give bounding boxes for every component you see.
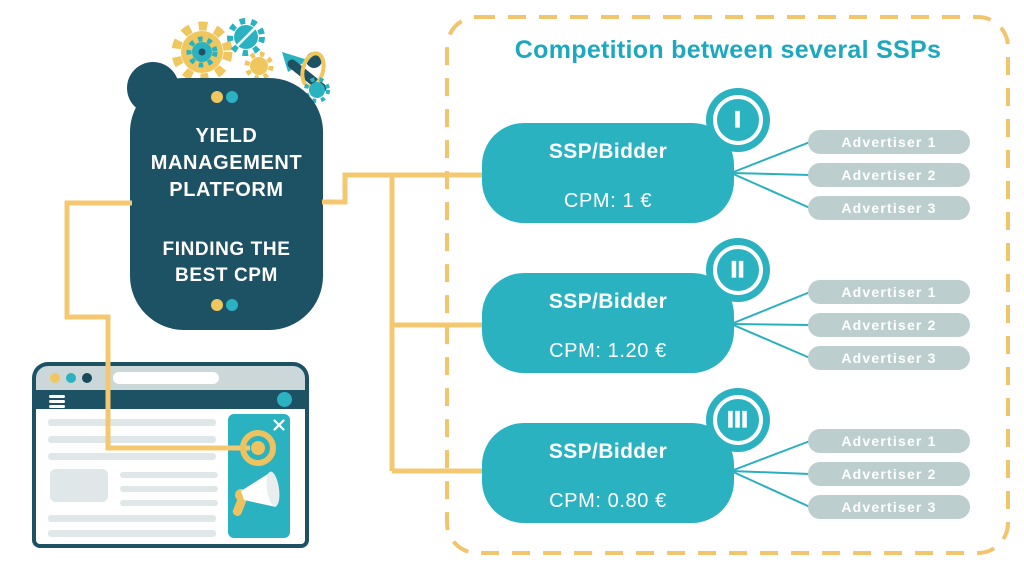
advertiser-pill: Advertiser 2 xyxy=(808,163,970,187)
ssp-cpm-value: CPM: 1.20 € xyxy=(549,340,667,362)
ad-banner xyxy=(228,414,290,538)
advertiser-pill: Advertiser 3 xyxy=(808,346,970,370)
close-icon xyxy=(273,419,285,431)
gear-icon xyxy=(171,21,233,83)
platform-subtitle: FINDING THE BEST CPM xyxy=(130,237,323,289)
dot-decoration xyxy=(226,91,238,103)
text-placeholder xyxy=(120,500,218,506)
gear-icon xyxy=(244,51,274,81)
dot-decoration xyxy=(226,299,238,311)
ssp-name: SSP/Bidder xyxy=(548,290,668,313)
window-dot-icon xyxy=(82,373,92,383)
text-placeholder xyxy=(48,436,216,443)
roman-numeral: III xyxy=(713,395,763,445)
advertiser-pill: Advertiser 3 xyxy=(808,196,970,220)
advertiser-pill: Advertiser 1 xyxy=(808,130,970,154)
address-bar xyxy=(113,372,219,384)
roman-numeral: I xyxy=(713,95,763,145)
browser-titlebar xyxy=(36,366,305,390)
advertiser-pill: Advertiser 3 xyxy=(808,495,970,519)
roman-numeral-badge-1: I xyxy=(706,88,770,152)
browser-window xyxy=(32,362,309,548)
roman-numeral-badge-2: II xyxy=(706,238,770,302)
diagram-title: Competition between several SSPs xyxy=(514,36,942,64)
pulley-icon xyxy=(300,51,330,103)
ssp-name: SSP/Bidder xyxy=(548,440,668,463)
text-placeholder xyxy=(48,530,216,537)
hamburger-menu-icon xyxy=(49,395,65,410)
ssp-cpm-value: CPM: 0.80 € xyxy=(549,490,667,512)
roman-numeral: II xyxy=(713,245,763,295)
dot-decoration xyxy=(211,91,223,103)
window-dot-icon xyxy=(50,373,60,383)
platform-title-line: MANAGEMENT xyxy=(150,152,303,174)
platform-subtitle-line: FINDING THE xyxy=(162,239,291,260)
ssp-box-3: III SSP/Bidder CPM: 0.80 € xyxy=(482,388,770,523)
ssp-cpm-value: CPM: 1 € xyxy=(563,190,653,212)
image-placeholder xyxy=(50,469,108,502)
window-dot-icon xyxy=(66,373,76,383)
text-placeholder xyxy=(48,515,216,522)
browser-content xyxy=(36,409,305,544)
gears-illustration xyxy=(171,18,330,103)
yield-platform-card: YIELD MANAGEMENT PLATFORM FINDING THE BE… xyxy=(127,62,323,330)
gear-icon xyxy=(227,18,265,56)
dashed-border xyxy=(445,15,1010,555)
ssp-advertiser-connectors xyxy=(730,141,811,508)
advertiser-pill: Advertiser 2 xyxy=(808,313,970,337)
platform-title-line: YIELD xyxy=(195,125,258,147)
platform-title-line: PLATFORM xyxy=(169,179,284,201)
advertiser-pill: Advertiser 1 xyxy=(808,280,970,304)
roman-numeral-badge-3: III xyxy=(706,388,770,452)
text-placeholder xyxy=(120,472,218,478)
profile-circle-icon xyxy=(277,392,292,407)
dot-decoration xyxy=(211,299,223,311)
platform-title: YIELD MANAGEMENT PLATFORM xyxy=(130,123,323,204)
text-placeholder xyxy=(48,453,216,460)
advertiser-pill: Advertiser 1 xyxy=(808,429,970,453)
advertiser-pill: Advertiser 2 xyxy=(808,462,970,486)
text-placeholder xyxy=(48,419,216,426)
ssp-name: SSP/Bidder xyxy=(548,140,668,163)
ssp-box-1: I SSP/Bidder CPM: 1 € xyxy=(482,88,770,223)
megaphone-icon xyxy=(232,471,280,516)
platform-subtitle-line: BEST CPM xyxy=(175,265,278,286)
ssp-box-2: II SSP/Bidder CPM: 1.20 € xyxy=(482,238,770,373)
text-placeholder xyxy=(120,486,218,492)
